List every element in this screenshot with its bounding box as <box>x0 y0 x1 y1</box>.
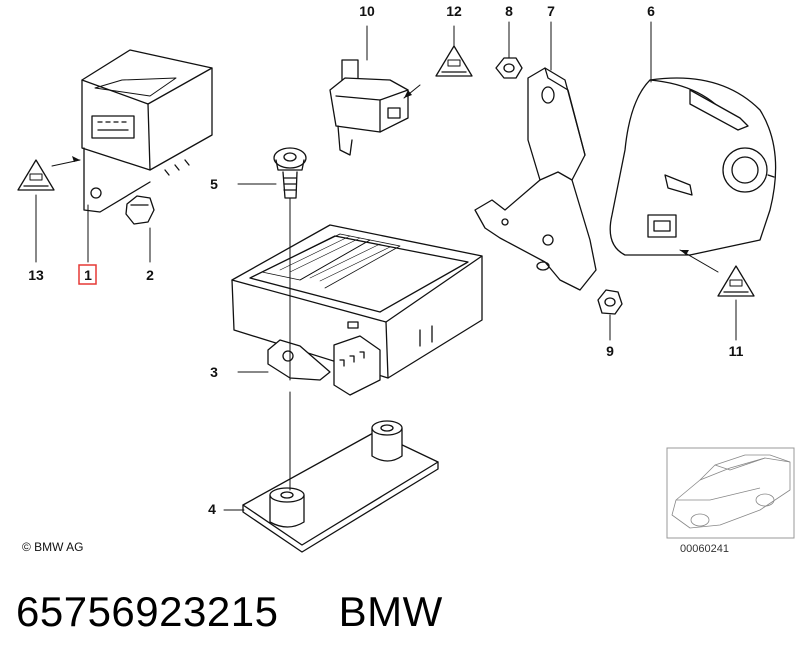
callout-1: 1 <box>84 267 92 283</box>
warning-triangle-12 <box>435 45 473 77</box>
selected-callout-highlight <box>78 264 97 285</box>
nut-part-8 <box>495 57 523 79</box>
warning-triangle-13 <box>17 159 55 191</box>
callout-13: 13 <box>28 267 44 283</box>
screw-part-5 <box>273 147 307 199</box>
callout-2: 2 <box>146 267 154 283</box>
callout-6: 6 <box>647 3 655 19</box>
callout-labels: 1 2 13 5 3 4 10 12 8 7 6 9 11 <box>28 3 743 517</box>
callout-11: 11 <box>729 343 744 359</box>
callout-8: 8 <box>505 3 513 19</box>
callout-7: 7 <box>547 3 555 19</box>
switch-part-10 <box>329 59 409 156</box>
vehicle-thumbnail: 00060241 <box>666 447 795 555</box>
horn-part-6 <box>609 77 777 256</box>
nut-part-2 <box>125 195 155 225</box>
part-number: 65756923215 <box>16 588 279 635</box>
nut-part-9 <box>597 289 623 315</box>
relay-module-part-1 <box>81 49 213 213</box>
callout-5: 5 <box>210 176 218 192</box>
callout-3: 3 <box>210 364 218 380</box>
diagram-reference-number: 00060241 <box>680 543 729 555</box>
footer-line: 65756923215 BMW <box>16 588 443 636</box>
callout-12: 12 <box>446 3 462 19</box>
callout-9: 9 <box>606 343 614 359</box>
leader-arrowheads <box>72 90 689 255</box>
bracket-part-7 <box>474 67 597 291</box>
callout-4: 4 <box>208 501 216 517</box>
control-unit-part-3 <box>231 224 483 396</box>
callout-10: 10 <box>359 3 375 19</box>
warning-triangle-11 <box>717 265 755 297</box>
mounting-plate-part-4 <box>242 420 439 553</box>
brand-name: BMW <box>338 588 443 635</box>
copyright-notice: © BMW AG <box>22 540 84 554</box>
